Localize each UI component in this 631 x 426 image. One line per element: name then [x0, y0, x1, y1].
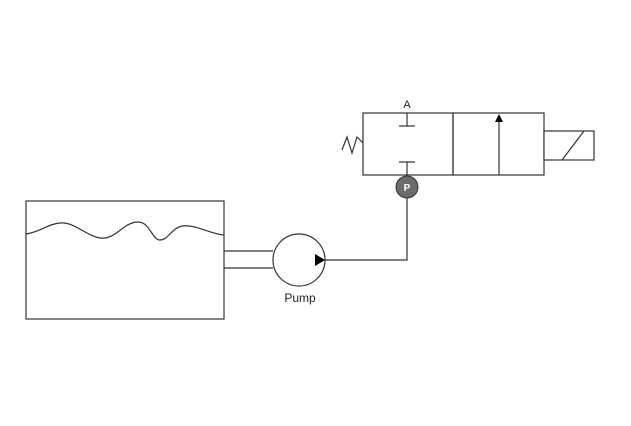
- pressure-port-marker: [395, 175, 419, 199]
- fluid-surface-line: [25, 221, 225, 241]
- reservoir-tank: [25, 200, 225, 320]
- spring-symbol: [341, 135, 364, 156]
- pump-direction-arrow: [315, 254, 325, 266]
- solenoid-diagonal: [561, 130, 585, 161]
- pressure-line: [325, 198, 408, 261]
- pump-label: Pump: [284, 291, 316, 305]
- flow-arrow-head: [495, 114, 503, 122]
- port-a-label: A: [403, 99, 411, 111]
- solenoid-actuator: [543, 130, 595, 161]
- valve-envelope-left: [362, 112, 454, 176]
- port-p-label: P: [404, 183, 411, 194]
